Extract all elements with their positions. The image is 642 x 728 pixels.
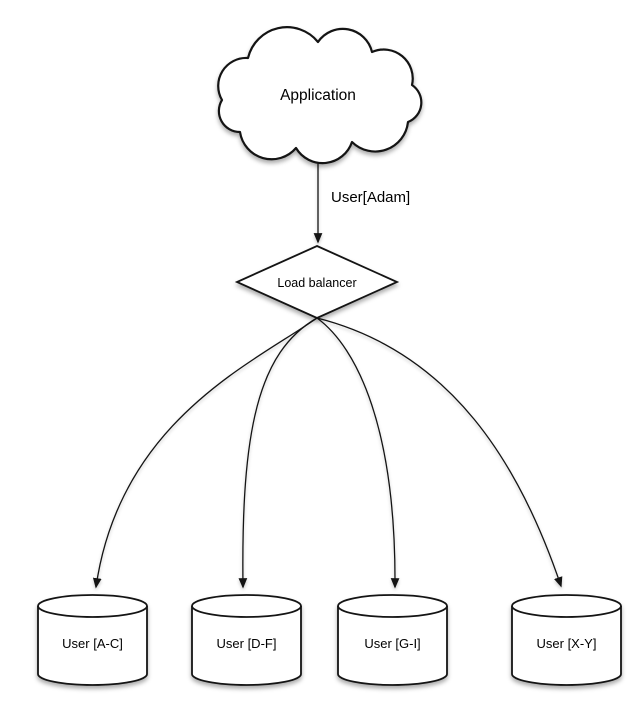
loadbalancer-to-shard3-arrow: [316, 317, 400, 589]
shard3-label: User [G-I]: [364, 636, 420, 651]
cylinder-top: [337, 594, 448, 618]
loadbalancer-to-shard4-arrow: [316, 317, 563, 588]
load-balancer-node: Load balancer: [234, 245, 400, 319]
edge-label-user-adam: User[Adam]: [331, 189, 410, 206]
database-cylinder-shard3: User [G-I]: [337, 594, 448, 686]
application-node: Application: [217, 26, 423, 165]
cylinder-body: [511, 606, 622, 686]
database-cylinder-shard2: User [D-F]: [191, 594, 302, 686]
loadbalancer-to-shard1-arrow: [92, 317, 318, 589]
database-cylinder-shard4: User [X-Y]: [511, 594, 622, 686]
shard1-label: User [A-C]: [62, 636, 123, 651]
cylinder-top: [511, 594, 622, 618]
cylinder-top: [191, 594, 302, 618]
connector-layer: [92, 155, 563, 589]
load-balancer-label: Load balancer: [277, 276, 356, 290]
cloud-shape: [217, 26, 423, 165]
loadbalancer-to-shard2-arrow: [238, 317, 318, 589]
cylinder-body: [337, 606, 448, 686]
database-cylinder-shard1: User [A-C]: [37, 594, 148, 686]
shard4-label: User [X-Y]: [537, 636, 597, 651]
shard2-label: User [D-F]: [217, 636, 277, 651]
cylinder-body: [37, 606, 148, 686]
cylinder-body: [191, 606, 302, 686]
application-label: Application: [280, 87, 356, 104]
cylinder-top: [37, 594, 148, 618]
diamond-shape: [234, 245, 400, 319]
